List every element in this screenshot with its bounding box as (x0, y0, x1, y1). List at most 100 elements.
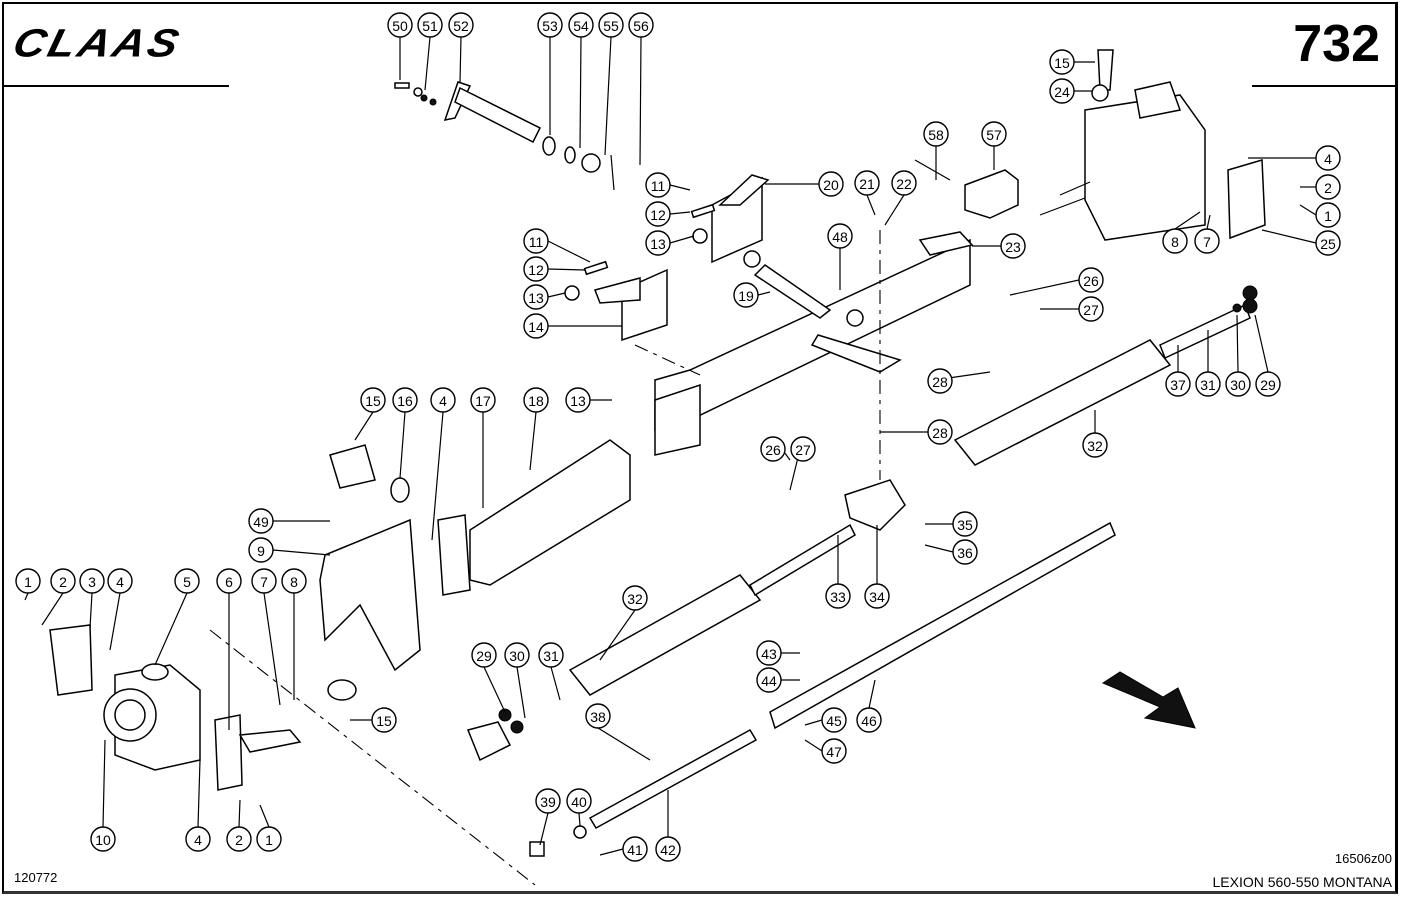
part-callout-1[interactable]: 1 (1315, 202, 1341, 228)
callout-balloon (856, 707, 882, 733)
callout-balloon (251, 568, 277, 594)
part-callout-49[interactable]: 49 (248, 508, 274, 534)
part-callout-8[interactable]: 8 (281, 568, 307, 594)
part-callout-12[interactable]: 12 (645, 201, 671, 227)
part-callout-38[interactable]: 38 (585, 703, 611, 729)
part-callout-31[interactable]: 31 (1195, 371, 1221, 397)
callout-balloon (392, 387, 418, 413)
part-callout-19[interactable]: 19 (733, 282, 759, 308)
part-callout-1[interactable]: 1 (15, 568, 41, 594)
part-callout-29[interactable]: 29 (471, 642, 497, 668)
callout-balloon (1078, 296, 1104, 322)
document-id: 120772 (14, 870, 58, 885)
callout-balloon (565, 387, 591, 413)
part-callout-33[interactable]: 33 (825, 583, 851, 609)
part-callout-24[interactable]: 24 (1049, 78, 1075, 104)
part-callout-55[interactable]: 55 (598, 12, 624, 38)
part-callout-15[interactable]: 15 (360, 387, 386, 413)
part-callout-11[interactable]: 11 (645, 172, 671, 198)
callout-label: 51 (422, 18, 438, 34)
part-callout-57[interactable]: 57 (981, 121, 1007, 147)
part-callout-34[interactable]: 34 (864, 583, 890, 609)
part-callout-2[interactable]: 2 (1315, 174, 1341, 200)
part-callout-2[interactable]: 2 (226, 826, 252, 852)
part-callout-54[interactable]: 54 (568, 12, 594, 38)
part-callout-4[interactable]: 4 (185, 826, 211, 852)
part-callout-30[interactable]: 30 (1225, 371, 1251, 397)
part-callout-4[interactable]: 4 (107, 568, 133, 594)
part-callout-56[interactable]: 56 (628, 12, 654, 38)
part-callout-16[interactable]: 16 (392, 387, 418, 413)
part-callout-22[interactable]: 22 (891, 170, 917, 196)
part-callout-7[interactable]: 7 (1194, 228, 1220, 254)
part-callout-32[interactable]: 32 (1082, 432, 1108, 458)
part-callout-40[interactable]: 40 (566, 788, 592, 814)
callout-label: 47 (826, 744, 842, 760)
castle-nut-55 (581, 153, 601, 173)
part-callout-10[interactable]: 10 (90, 826, 116, 852)
part-callout-27[interactable]: 27 (790, 436, 816, 462)
part-callout-15[interactable]: 15 (371, 707, 397, 733)
part-callout-28[interactable]: 28 (927, 419, 953, 445)
part-callout-5[interactable]: 5 (174, 568, 200, 594)
washer-51 (413, 87, 423, 97)
part-callout-32[interactable]: 32 (622, 585, 648, 611)
part-callout-9[interactable]: 9 (248, 537, 274, 563)
callout-balloon (50, 568, 76, 594)
callout-label: 32 (627, 591, 643, 607)
part-callout-23[interactable]: 23 (1000, 233, 1026, 259)
part-callout-36[interactable]: 36 (952, 539, 978, 565)
part-callout-17[interactable]: 17 (470, 387, 496, 413)
part-callout-46[interactable]: 46 (856, 707, 882, 733)
callout-label: 24 (1054, 84, 1070, 100)
part-callout-30[interactable]: 30 (504, 642, 530, 668)
callout-balloon (923, 121, 949, 147)
part-callout-26[interactable]: 26 (1078, 267, 1104, 293)
part-callout-2[interactable]: 2 (50, 568, 76, 594)
part-callout-13[interactable]: 13 (645, 230, 671, 256)
part-callout-48[interactable]: 48 (827, 223, 853, 249)
part-callout-47[interactable]: 47 (821, 738, 847, 764)
callout-balloon (537, 12, 563, 38)
part-callout-51[interactable]: 51 (417, 12, 443, 38)
part-callout-4[interactable]: 4 (430, 387, 456, 413)
part-callout-41[interactable]: 41 (622, 836, 648, 862)
part-callout-25[interactable]: 25 (1315, 230, 1341, 256)
part-callout-58[interactable]: 58 (923, 121, 949, 147)
part-callout-1[interactable]: 1 (256, 826, 282, 852)
part-callout-3[interactable]: 3 (79, 568, 105, 594)
part-callout-21[interactable]: 21 (854, 170, 880, 196)
part-callout-44[interactable]: 44 (756, 667, 782, 693)
part-callout-7[interactable]: 7 (251, 568, 277, 594)
part-callout-39[interactable]: 39 (535, 788, 561, 814)
part-callout-42[interactable]: 42 (655, 836, 681, 862)
part-callout-45[interactable]: 45 (821, 707, 847, 733)
part-callout-43[interactable]: 43 (756, 640, 782, 666)
part-callout-6[interactable]: 6 (216, 568, 242, 594)
callout-label: 31 (1200, 377, 1216, 393)
part-callout-50[interactable]: 50 (387, 12, 413, 38)
part-callout-29[interactable]: 29 (1255, 371, 1281, 397)
part-callout-20[interactable]: 20 (818, 171, 844, 197)
part-callout-11[interactable]: 11 (523, 228, 549, 254)
part-callout-52[interactable]: 52 (448, 12, 474, 38)
part-callout-13[interactable]: 13 (523, 284, 549, 310)
part-callout-27[interactable]: 27 (1078, 296, 1104, 322)
part-callout-28[interactable]: 28 (927, 368, 953, 394)
callout-label: 12 (528, 262, 544, 278)
part-callout-18[interactable]: 18 (523, 387, 549, 413)
part-callout-13[interactable]: 13 (565, 387, 591, 413)
part-callout-4[interactable]: 4 (1315, 145, 1341, 171)
part-callout-15[interactable]: 15 (1049, 49, 1075, 75)
fitting-29 (1242, 298, 1258, 314)
part-callout-14[interactable]: 14 (523, 313, 549, 339)
part-callout-8[interactable]: 8 (1162, 228, 1188, 254)
part-callout-26[interactable]: 26 (760, 436, 786, 462)
part-callout-35[interactable]: 35 (952, 511, 978, 537)
part-callout-37[interactable]: 37 (1165, 371, 1191, 397)
housing-body (1084, 94, 1206, 241)
part-callout-53[interactable]: 53 (537, 12, 563, 38)
part-callout-31[interactable]: 31 (538, 642, 564, 668)
part-callout-12[interactable]: 12 (523, 256, 549, 282)
callout-label: 1 (265, 832, 273, 848)
